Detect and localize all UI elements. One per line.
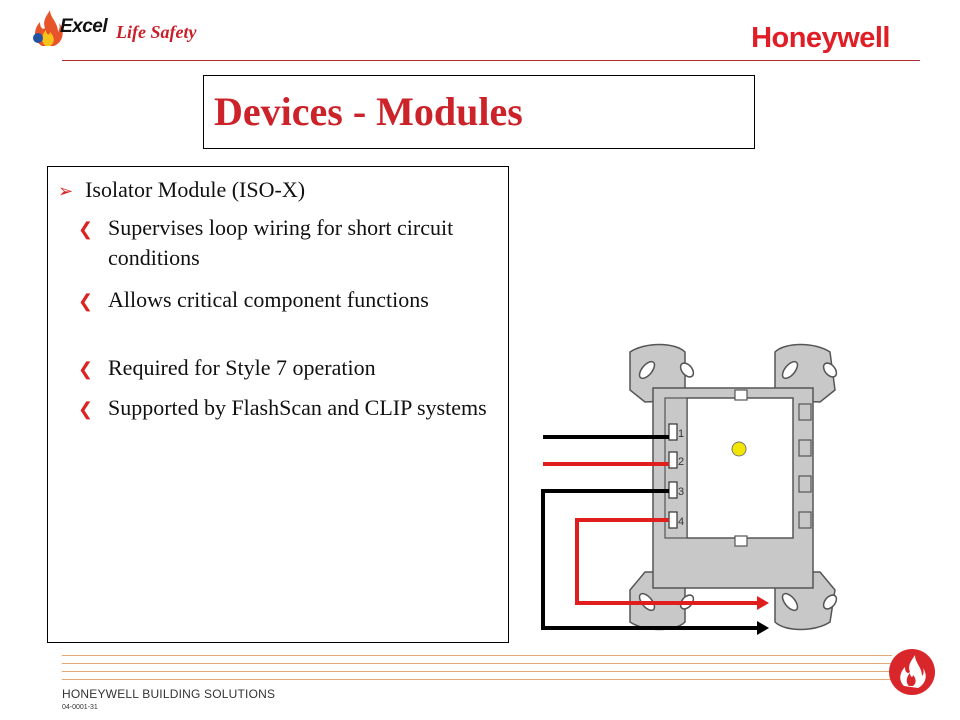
isolator-module-diagram: 1 2 3 4 [541, 343, 838, 635]
excel-brand: Excel [60, 16, 108, 37]
status-led [731, 441, 747, 457]
honeywell-logo: Honeywell [751, 22, 890, 54]
arrow-bullet-icon: ➢ [58, 181, 74, 201]
loop-wiring [541, 435, 757, 630]
main-bullet-text: Isolator Module (ISO-X) [85, 177, 306, 202]
sub-bullet-text: Supported by FlashScan and CLIP systems [108, 395, 487, 420]
arrow-right-icon [757, 596, 769, 610]
page-title: Devices - Modules [214, 89, 523, 134]
flame-logo-icon [33, 10, 63, 46]
chevron-bullet-icon: ❮ [78, 291, 94, 311]
excel-life-safety-logo: Excel Life Safety [20, 4, 220, 50]
terminal-label-2: 2 [678, 456, 684, 468]
life-safety-tagline: Life Safety [116, 22, 197, 42]
sub-bullet-3: ❮ Required for Style 7 operation [78, 353, 493, 383]
sub-bullet-4: ❮ Supported by FlashScan and CLIP system… [78, 393, 493, 423]
sub-bullet-text: Allows critical component functions [108, 287, 429, 312]
chevron-bullet-icon: ❮ [78, 399, 94, 419]
sub-bullet-1: ❮ Supervises loop wiring for short circu… [78, 213, 493, 273]
content-box: ➢ Isolator Module (ISO-X) ❮ Supervises lo… [47, 166, 509, 643]
header-divider [62, 60, 920, 61]
sub-bullet-text: Required for Style 7 operation [108, 355, 376, 380]
module-body [686, 397, 794, 539]
title-box: Devices - Modules [203, 75, 755, 149]
flame-icon [889, 649, 935, 695]
terminal-label-3: 3 [678, 486, 684, 498]
footer-rules [62, 655, 892, 687]
sub-bullet-2: ❮ Allows critical component functions [78, 285, 493, 315]
terminal-label-4: 4 [678, 516, 684, 528]
footer-organization: HONEYWELL BUILDING SOLUTIONS [62, 687, 276, 701]
chevron-bullet-icon: ❮ [78, 219, 94, 239]
terminal-label-1: 1 [678, 428, 684, 440]
footer-document-code: 04-0001-31 [62, 704, 98, 711]
main-bullet: ➢ Isolator Module (ISO-X) [58, 177, 305, 203]
chevron-bullet-icon: ❮ [78, 359, 94, 379]
arrow-right-icon [757, 621, 769, 635]
sub-bullet-text: Supervises loop wiring for short circuit… [108, 215, 454, 270]
